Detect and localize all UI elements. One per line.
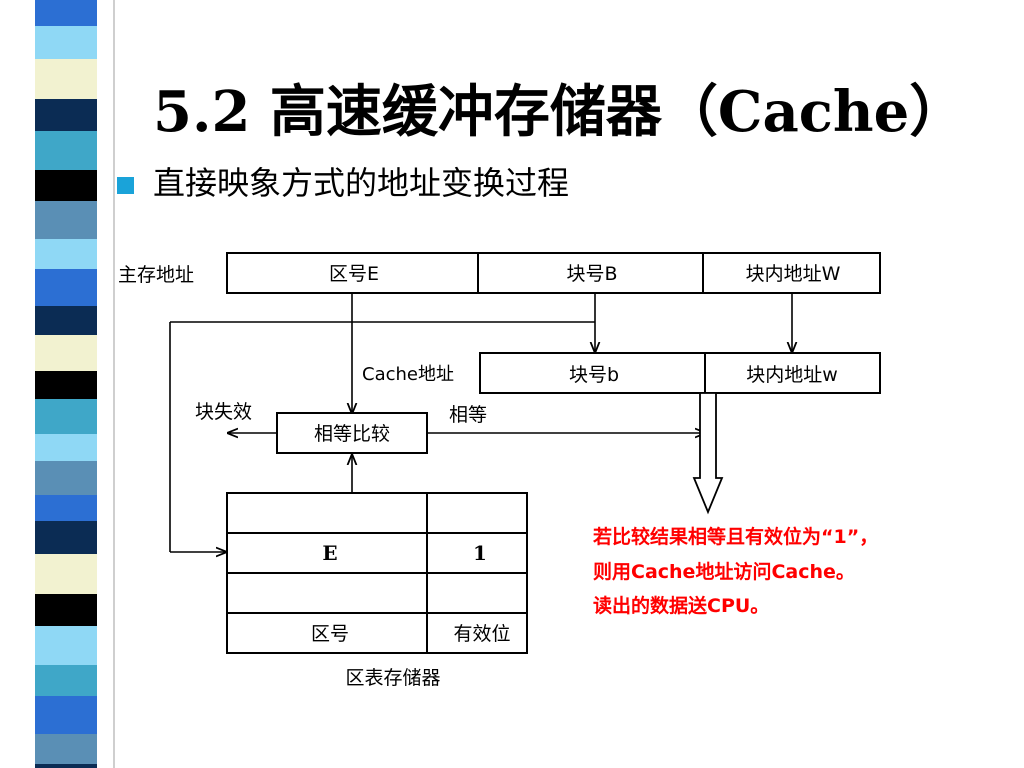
field-block-B: 块号B: [566, 263, 617, 285]
note-line-3: 读出的数据送CPU。: [593, 595, 770, 617]
cache-address-label: Cache地址: [362, 364, 454, 385]
main-address-register: [226, 252, 881, 294]
stripe-block: [35, 201, 97, 239]
stripe-block: [35, 461, 97, 495]
stripe-block: [35, 626, 97, 665]
decorative-stripe: [35, 0, 97, 768]
stripe-block: [35, 306, 97, 335]
bullet-square-icon: [117, 177, 134, 194]
output-arrow-icon: [692, 392, 724, 515]
main-address-label: 主存地址: [118, 264, 194, 286]
stripe-block: [35, 434, 97, 461]
stripe-block: [35, 0, 97, 26]
table-cell-region: E: [322, 541, 337, 565]
stripe-block: [35, 131, 97, 170]
stripe-block: [35, 59, 97, 99]
stripe-block: [35, 26, 97, 59]
field-block-b: 块号b: [569, 364, 619, 386]
equal-label: 相等: [449, 404, 487, 426]
cache-address-register: [479, 352, 881, 394]
stripe-block: [35, 495, 97, 521]
note-line-1: 若比较结果相等且有效位为“1”，: [593, 526, 879, 548]
stripe-block: [35, 371, 97, 399]
stripe-block: [35, 269, 97, 306]
stripe-block: [35, 665, 97, 696]
field-word-w: 块内地址w: [746, 364, 838, 386]
note-line-2: 则用Cache地址访问Cache。: [593, 561, 855, 583]
table-caption: 区表存储器: [345, 667, 440, 689]
stripe-block: [35, 734, 97, 764]
bullet-point: 直接映象方式的地址变换过程: [153, 164, 570, 202]
stripe-block: [35, 521, 97, 554]
stripe-block: [35, 335, 97, 371]
table-col-valid-label: 有效位: [453, 623, 510, 645]
stripe-divider: [113, 0, 115, 768]
stripe-block: [35, 99, 97, 131]
page-title: 5.2 高速缓冲存储器（Cache）: [153, 79, 966, 145]
stripe-block: [35, 594, 97, 626]
table-col-region-label: 区号: [311, 623, 349, 645]
stripe-block: [35, 239, 97, 269]
compare-box-label: 相等比较: [314, 423, 390, 445]
table-cell-valid: 1: [473, 541, 487, 565]
stripe-block: [35, 696, 97, 734]
stripe-block: [35, 554, 97, 594]
region-table: [226, 492, 528, 654]
stripe-block: [35, 170, 97, 201]
field-word-W: 块内地址W: [746, 263, 841, 285]
stripe-block: [35, 399, 97, 434]
field-region-E: 区号E: [329, 263, 379, 285]
miss-label: 块失效: [195, 401, 252, 423]
stripe-block: [35, 764, 97, 768]
